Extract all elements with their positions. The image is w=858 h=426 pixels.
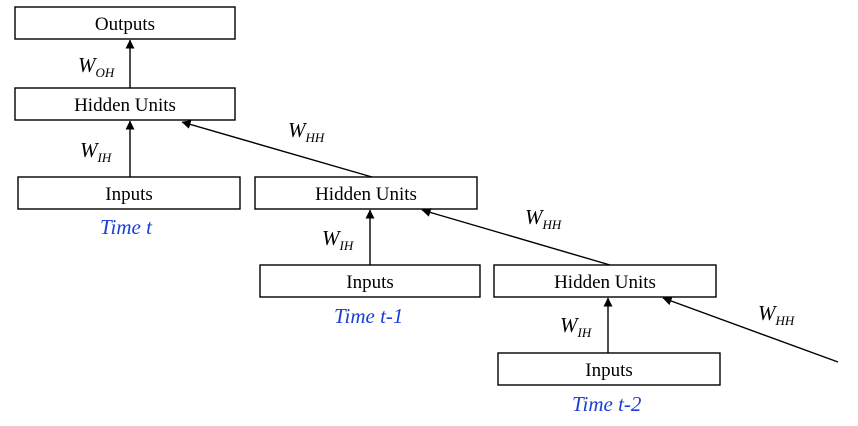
outputs-label: Outputs	[95, 14, 155, 35]
arrow-hh-1	[181, 120, 373, 178]
weight-hh-1: WHH	[288, 118, 325, 145]
inputs-label-t2: Inputs	[585, 360, 633, 381]
inputs-box-t	[17, 176, 241, 210]
inputs-label-t1: Inputs	[346, 272, 394, 293]
hidden-box-t2	[493, 264, 717, 298]
weight-hh-3: WHH	[758, 301, 795, 328]
arrow-hh-2	[421, 208, 611, 266]
hidden-box-t	[14, 87, 236, 121]
time-label-t: Time t	[100, 215, 153, 239]
hidden-label-t2: Hidden Units	[554, 272, 656, 293]
inputs-box-t2	[497, 352, 721, 386]
weight-ih-t1: WIH	[322, 226, 354, 253]
weight-ih-t2: WIH	[560, 313, 592, 340]
weight-oh: WOH	[78, 53, 115, 80]
hidden-box-t1	[254, 176, 478, 210]
time-label-t2: Time t-2	[572, 392, 642, 416]
outputs-box	[14, 6, 236, 40]
hidden-label-t1: Hidden Units	[315, 184, 417, 205]
weight-ih-t: WIH	[80, 138, 112, 165]
time-label-t1: Time t-1	[334, 304, 403, 328]
weight-hh-2: WHH	[525, 205, 562, 232]
inputs-label-t: Inputs	[105, 184, 153, 205]
arrow-hh-3	[662, 296, 839, 363]
hidden-label-t: Hidden Units	[74, 95, 176, 116]
